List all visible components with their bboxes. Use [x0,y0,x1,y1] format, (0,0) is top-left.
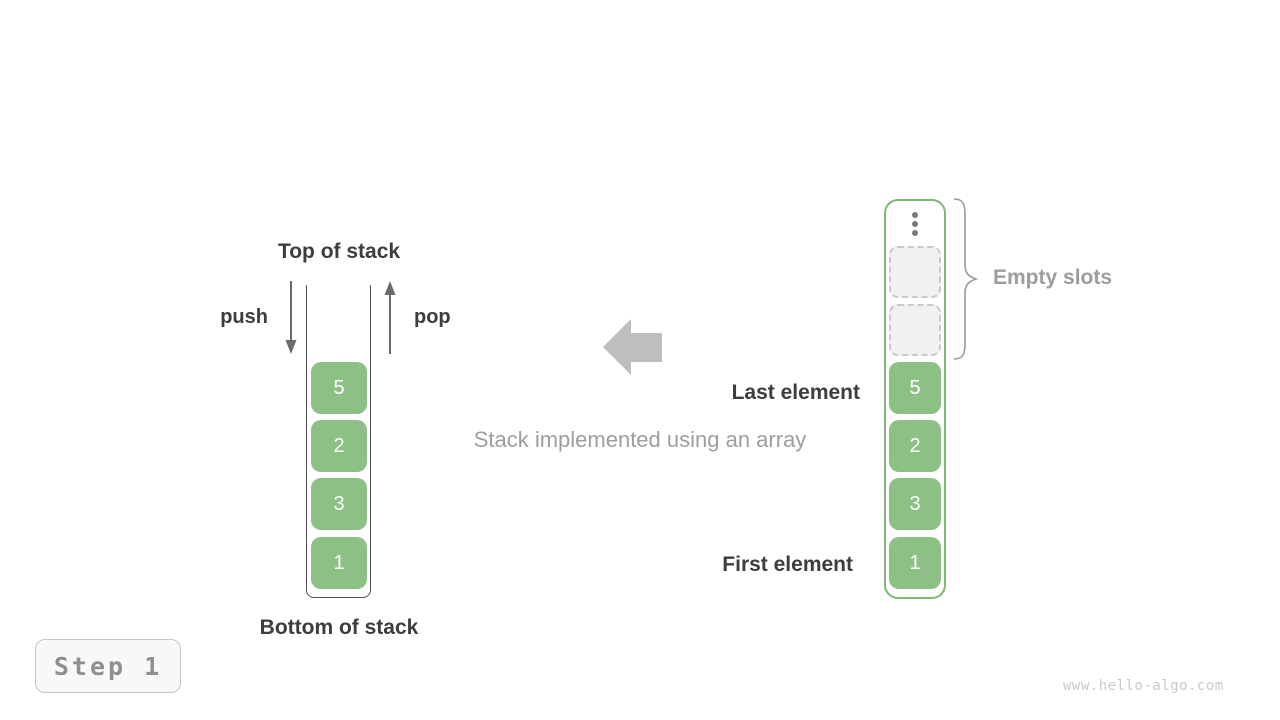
push-arrow-icon [285,281,297,354]
diagram-caption: Stack implemented using an array [473,427,807,452]
top-of-stack-label: Top of stack [277,240,401,263]
pop-arrow-icon [384,281,396,354]
step-badge: Step 1 [35,639,181,693]
array-cell: 3 [889,478,941,530]
left-block-arrow-icon [603,319,662,375]
empty-slot [889,246,941,298]
stack-cell: 2 [311,420,367,472]
push-label: push [220,306,268,328]
stack-cell: 5 [311,362,367,414]
vertical-ellipsis-icon [912,212,918,236]
array-cell: 5 [889,362,941,414]
pop-label: pop [414,306,451,328]
array-cell: 1 [889,537,941,589]
first-element-label: First element [722,553,853,576]
stack-cell: 3 [311,478,367,530]
right-curly-brace-icon [953,198,979,360]
watermark: www.hello-algo.com [1063,678,1224,694]
last-element-label: Last element [731,381,860,404]
empty-slot [889,304,941,356]
bottom-of-stack-label: Bottom of stack [259,616,419,639]
stack-cell: 1 [311,537,367,589]
array-cell: 2 [889,420,941,472]
empty-slots-label: Empty slots [993,266,1113,289]
